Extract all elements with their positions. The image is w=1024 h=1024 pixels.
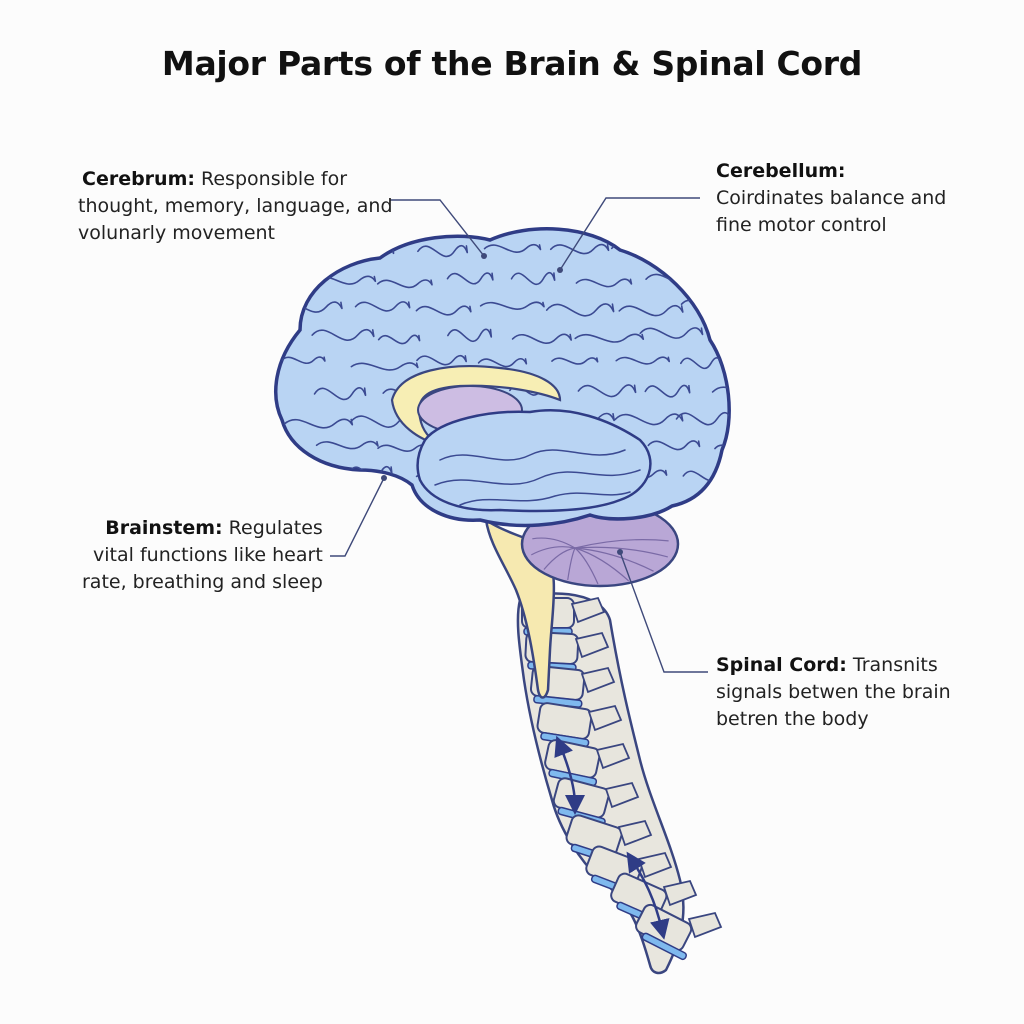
gyrus-line [577,384,637,398]
gyrus-line [315,440,379,450]
spinal-cord-name: Spinal Cord: [716,654,847,676]
cerebellum-fold-line [567,547,576,581]
gyrus-line [477,357,528,368]
cerebellum-label: Cerebellum: Coirdinates balance and fine… [716,158,946,239]
gyrus-line [311,328,375,341]
gyrus-line [313,387,367,401]
gyrus-line [675,411,730,426]
cerebellum-fold-line [574,547,629,582]
gyrus-line [639,327,704,339]
cerebellum-leader-line [559,197,700,271]
cerebellum-fold-line [532,537,576,549]
cerebellum-fold-line [574,547,599,585]
gyrus-line [706,273,730,282]
diagram-title: Major Parts of the Brain & Spinal Cord [161,44,863,83]
cerebrum-label: Cerebrum: Responsible for thought, memor… [78,166,393,247]
gyrus-line [446,272,494,285]
gyrus-line [511,333,572,344]
gyrus-line [545,303,615,317]
cerebellum-fold-line [574,539,669,549]
gyrus-line [574,333,645,343]
gyrus-line [416,354,467,366]
cerebellum-fold-line [543,547,576,570]
gyrus-line [711,385,730,398]
cerebrum-leader-line [390,199,485,257]
gyrus-line [644,384,691,398]
spinal-cord-desc-2: signals betwen the brain [716,681,951,703]
gyrus-line [415,305,472,316]
gyrus-line [679,356,723,370]
cerebrum-desc-3: volunarly movement [78,222,276,244]
gyrus-line [618,304,684,317]
gyrus-line [283,418,354,429]
brainstem-label: Brainstem: Regulates vital functions lik… [82,515,323,596]
gyrus-line [483,243,542,253]
gyrus-line [549,243,610,255]
cerebellum-fold-line [574,546,668,558]
brainstem-desc-2: vital functions like heart [93,544,323,566]
gyrus-line [479,301,545,310]
cerebrum-name: Cerebrum: [82,168,195,190]
gyrus-line [284,247,330,257]
leader-lines [330,197,708,673]
cerebrum-desc-1: Responsible for [194,168,348,190]
gyrus-line [676,247,730,256]
cerebellum-fold-line [531,546,576,556]
cerebellum-desc-3: fine motor control [716,214,887,236]
spinal-cord-label: Spinal Cord: Transnits signals betwen th… [716,652,951,733]
brainstem-desc-1: Regulates [222,517,323,539]
gyrus-line [284,468,339,480]
cerebrum-desc-2: thought, memory, language, and [78,195,393,217]
cerebellum-fold-line [574,547,654,572]
spinal-cord-desc-3: betren the body [716,708,869,730]
temporal-fold-line [434,469,641,486]
spinal-cord-desc-1: Transnits [846,654,938,676]
gyrus-line [376,279,433,289]
gyrus-line [575,278,633,288]
gyrus-line [614,413,684,426]
spinal-cord-leader-dot [617,549,623,555]
gyrus-line [551,357,599,365]
brainstem-leader-line [330,477,385,557]
signal-arrows [554,735,670,940]
temporal-fold-line [459,491,631,506]
gyrus-line [447,328,493,343]
vertebra [565,814,653,866]
gyrus-line [510,271,556,286]
brainstem-name: Brainstem: [105,517,223,539]
spinal-cord-leader-line [619,551,708,673]
gyrus-line [280,356,326,364]
gyrus-line [350,362,419,371]
cerebellum-leader-dot [557,267,563,273]
cerebrum-leader-dot [481,253,487,259]
gyrus-line [711,332,730,346]
brainstem-desc-3: rate, breathing and sleep [82,571,323,593]
gyrus-line [354,301,411,312]
temporal-fold-line [439,449,626,461]
gyrus-line [377,334,421,345]
cerebellum-name: Cerebellum: [716,160,846,182]
cerebrum-shape [274,227,731,528]
brainstem-leader-dot [381,475,387,481]
gyrus-line [647,440,701,451]
gyrus-line [615,356,671,365]
cerebellum-desc-2: Coirdinates balance and [716,187,947,209]
gyrus-line [417,244,469,258]
